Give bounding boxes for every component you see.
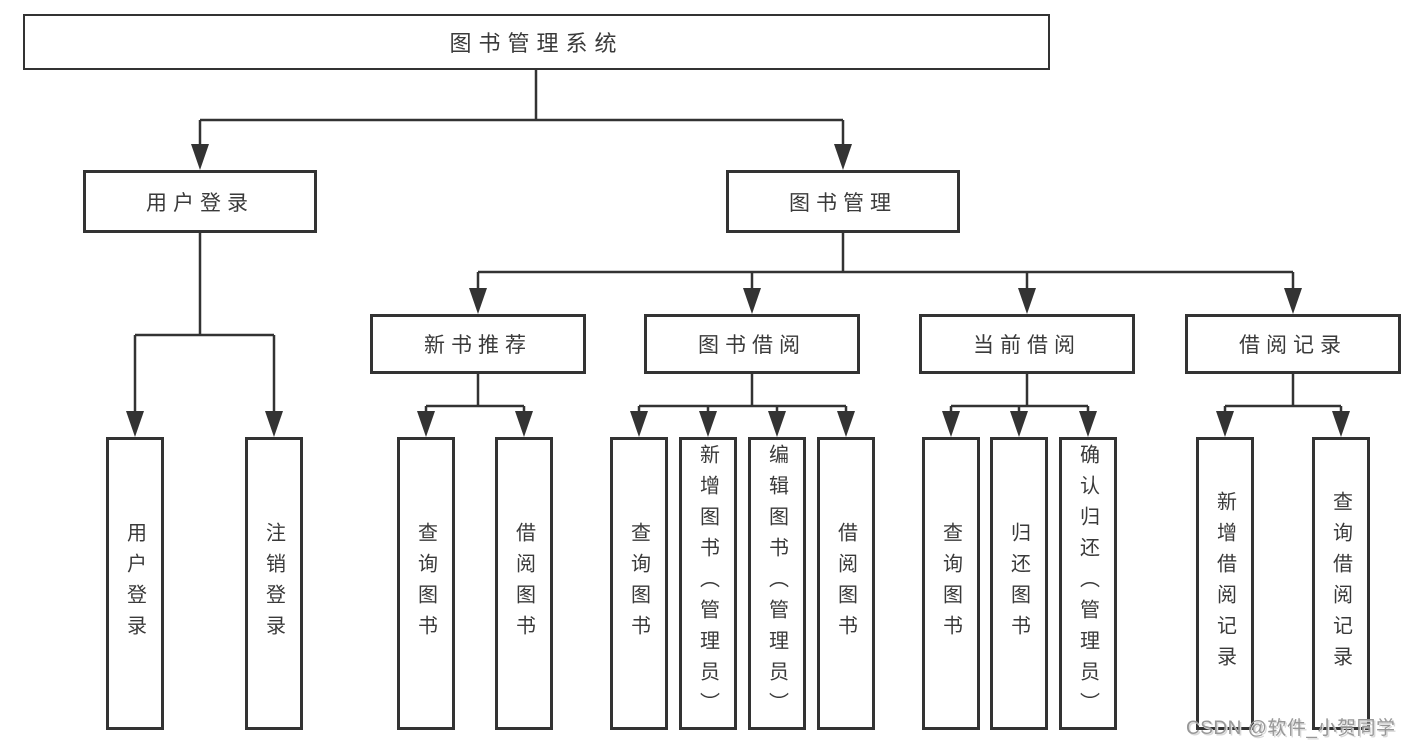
leaf-search-books-recommend: 查询图书 [397, 437, 455, 730]
node-borrowing-records: 借阅记录 [1185, 314, 1401, 374]
node-label: 图书借阅 [698, 334, 806, 357]
leaf-search-books-current: 查询图书 [922, 437, 980, 730]
node-book-management: 图书管理 [726, 170, 960, 233]
node-label: 查询图书 [627, 521, 650, 646]
leaf-edit-books-admin: 编辑图书（管理员） [748, 437, 806, 730]
arrowhead [1010, 411, 1028, 437]
node-label: 新增借阅记录 [1213, 490, 1236, 677]
arrowhead [191, 144, 209, 170]
connector-current-borrowing-children [942, 374, 1097, 437]
node-label: 新增图书（管理员） [696, 444, 719, 723]
connector-book-borrowing-children [630, 374, 855, 437]
node-label: 图书管理系统 [449, 31, 624, 56]
node-book-borrowing: 图书借阅 [644, 314, 860, 374]
connector-book-management-children [469, 233, 1302, 314]
leaf-borrow-books-borrowing: 借阅图书 [817, 437, 875, 730]
leaf-user-login: 用户登录 [106, 437, 164, 730]
node-user-login: 用户登录 [83, 170, 317, 233]
arrowhead [699, 411, 717, 437]
node-label: 查询图书 [939, 521, 962, 646]
node-label: 图书管理 [789, 191, 897, 215]
arrowhead [834, 144, 852, 170]
leaf-return-books: 归还图书 [990, 437, 1048, 730]
node-label: 查询图书 [414, 521, 437, 646]
arrowhead [1332, 411, 1350, 437]
arrowhead [126, 411, 144, 437]
arrowhead [1018, 288, 1036, 314]
leaf-borrow-books-recommend: 借阅图书 [495, 437, 553, 730]
node-label: 编辑图书（管理员） [765, 444, 788, 723]
node-label: 用户登录 [146, 191, 254, 215]
node-label: 新书推荐 [424, 334, 532, 357]
node-label: 借阅图书 [834, 521, 857, 646]
leaf-logout-login: 注销登录 [245, 437, 303, 730]
node-label: 当前借阅 [973, 334, 1081, 357]
arrowhead [1216, 411, 1234, 437]
arrowhead [469, 288, 487, 314]
node-label: 归还图书 [1007, 521, 1030, 646]
leaf-add-borrow-record: 新增借阅记录 [1196, 437, 1254, 730]
arrowhead [1284, 288, 1302, 314]
arrowhead [265, 411, 283, 437]
connector-borrowing-records-children [1216, 374, 1350, 437]
node-label: 用户登录 [123, 521, 146, 646]
arrowhead [837, 411, 855, 437]
arrowhead [515, 411, 533, 437]
node-label: 借阅图书 [512, 521, 535, 646]
node-library-management-system: 图书管理系统 [23, 14, 1050, 70]
arrowhead [1079, 411, 1097, 437]
leaf-add-books-admin: 新增图书（管理员） [679, 437, 737, 730]
connector-root-to-level2 [191, 70, 852, 170]
arrowhead [768, 411, 786, 437]
node-current-borrowing: 当前借阅 [919, 314, 1135, 374]
arrowhead [417, 411, 435, 437]
node-label: 借阅记录 [1239, 334, 1347, 357]
watermark: CSDN @软件_小贺同学 [1186, 718, 1396, 739]
arrowhead [942, 411, 960, 437]
connector-user-login-children [126, 233, 283, 437]
arrowhead [630, 411, 648, 437]
leaf-search-borrow-record: 查询借阅记录 [1312, 437, 1370, 730]
node-label: 注销登录 [262, 521, 285, 646]
node-new-book-recommendation: 新书推荐 [370, 314, 586, 374]
arrowhead [743, 288, 761, 314]
connector-new-book-recommendation-children [417, 374, 533, 437]
leaf-confirm-return-admin: 确认归还（管理员） [1059, 437, 1117, 730]
node-label: 查询借阅记录 [1329, 490, 1352, 677]
node-label: 确认归还（管理员） [1076, 444, 1099, 723]
leaf-search-books-borrowing: 查询图书 [610, 437, 668, 730]
